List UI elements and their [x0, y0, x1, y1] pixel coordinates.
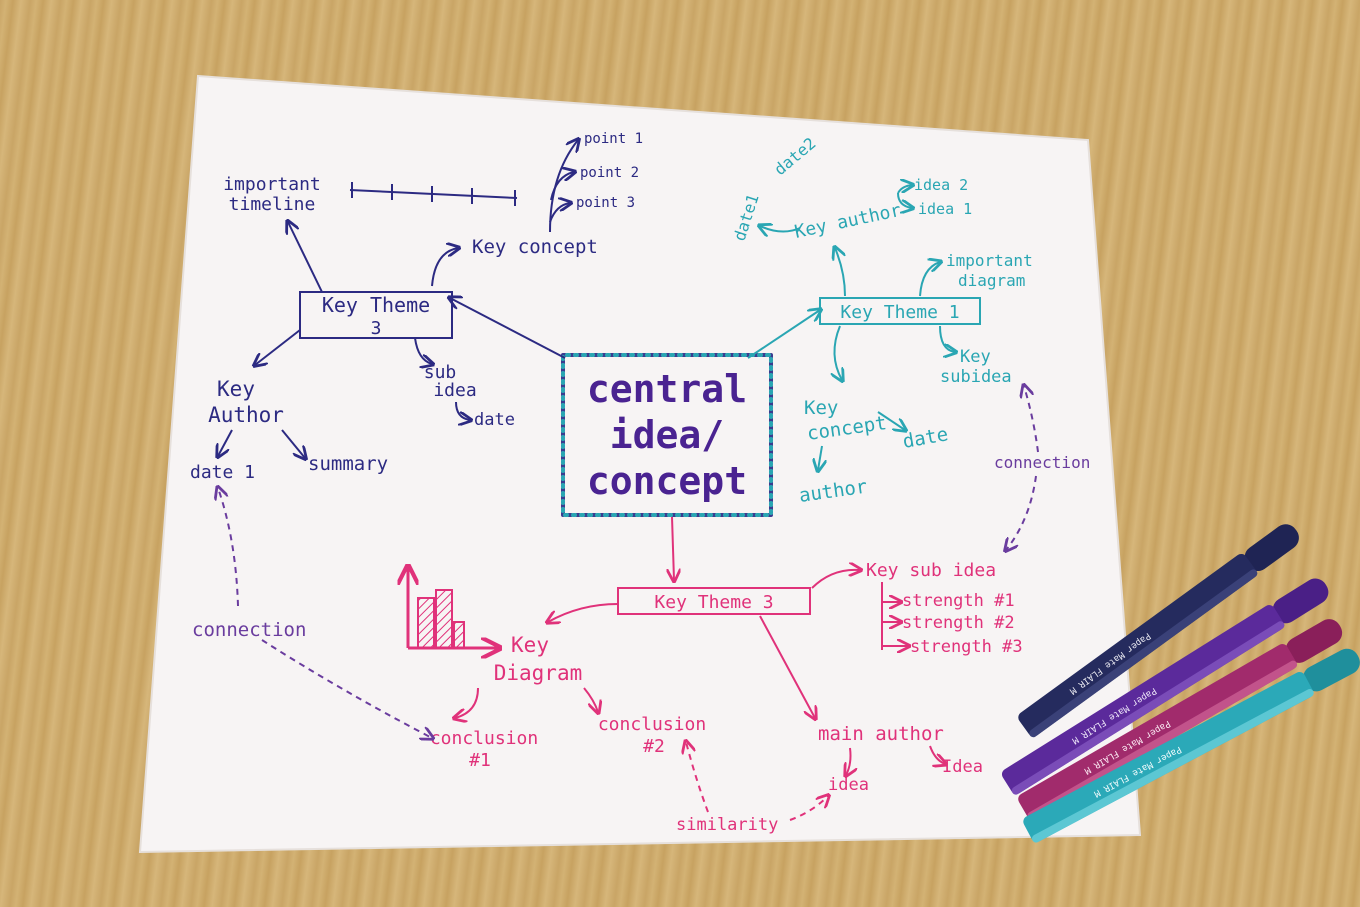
- bottom-theme-box-label: Key Theme 3: [654, 592, 773, 613]
- idea-cut-label: Idea: [942, 757, 983, 777]
- author-to-date1-arrow: [218, 429, 233, 456]
- to-point-2-arrow: [550, 172, 574, 201]
- to-key-diagram-arrow: [548, 603, 619, 622]
- date1-label: date 1: [190, 462, 255, 483]
- left-theme-box: [299, 291, 453, 339]
- chart-bar-3: [453, 621, 465, 649]
- author-to-dates-arrow: [760, 226, 801, 232]
- important-diagram-line-1: important: [946, 251, 1033, 270]
- right-connection-label: connection: [994, 453, 1090, 472]
- to-point-3-arrow: [549, 203, 570, 223]
- author-to-idea2-arrow: [897, 185, 912, 194]
- main-author-to-idea-cut-arrow: [929, 745, 945, 764]
- chart-bar-2: [435, 589, 453, 649]
- similarity-to-idea: [789, 796, 828, 821]
- conclusion2-line-1: conclusion: [598, 714, 706, 735]
- left-theme-box-line-2: 3: [371, 318, 382, 339]
- right-theme-box: [819, 297, 981, 325]
- important-diagram-line-2: diagram: [958, 271, 1025, 290]
- chart-bar-1: [417, 597, 435, 649]
- to-key-author-arrow: [255, 329, 301, 365]
- point-1-label: point 1: [584, 131, 643, 147]
- main-author-label: main author: [818, 723, 944, 745]
- concept-to-author-arrow: [818, 445, 822, 470]
- left-connection-line-down: [261, 639, 432, 738]
- sub-idea-line-2: idea: [433, 380, 476, 401]
- idea2-label: idea 2: [914, 176, 968, 194]
- point-3-label: point 3: [576, 195, 635, 211]
- connection-lines: [218, 386, 1039, 738]
- left-theme-branch: [218, 140, 578, 458]
- strength-2-label: strength #2: [902, 613, 1015, 633]
- idea-label: idea: [828, 775, 869, 795]
- key-subidea-line-1: Key: [960, 347, 991, 367]
- author-to-summary-arrow: [281, 429, 305, 458]
- central-box-dots: [561, 353, 773, 517]
- diagram-to-conclusion1-arrow: [455, 687, 479, 718]
- key-concept-label: Key concept: [472, 236, 598, 258]
- author-to-ideas-arrow: [897, 192, 912, 208]
- key-sub-idea-label: Key sub idea: [866, 560, 996, 581]
- central-to-right-theme-arrow: [747, 310, 820, 359]
- point-2-label: point 2: [580, 165, 639, 181]
- summary-label: summary: [308, 453, 388, 475]
- left-theme-labels: Key Theme 3 important timeline Key conce…: [190, 131, 643, 483]
- to-key-subidea-arrow: [939, 325, 955, 352]
- to-timeline-arrow: [288, 222, 323, 293]
- main-author-to-idea-arrow: [846, 747, 851, 775]
- central-line-1: central: [587, 367, 747, 411]
- sub-idea-to-date-arrow: [455, 401, 470, 420]
- to-sub-idea-arrow: [414, 337, 432, 364]
- to-key-concept-arrow: [431, 248, 458, 287]
- conclusion1-line-2: #1: [469, 750, 491, 771]
- key-subidea-line-2: subidea: [940, 367, 1012, 387]
- to-key-sub-idea-arrow: [811, 570, 860, 589]
- pens: Paper Mate FLAIR M Paper Mate FLAIR M Pa…: [1001, 524, 1360, 843]
- right-theme-branch: [747, 185, 981, 470]
- bottom-theme-branch: [408, 516, 945, 775]
- central-line-3: concept: [587, 459, 747, 503]
- similarity-to-conclusion2: [686, 742, 709, 813]
- sub-idea-line-1: sub: [424, 362, 457, 383]
- central-to-bottom-theme-arrow: [672, 516, 674, 580]
- strength-1-label: strength #1: [902, 591, 1015, 611]
- similarity-label: similarity: [676, 815, 778, 835]
- conclusion2-line-2: #2: [643, 736, 665, 757]
- idea1-label: idea 1: [918, 200, 972, 218]
- diagram-to-conclusion2-arrow: [583, 687, 598, 712]
- to-important-diagram-arrow: [919, 262, 940, 297]
- strength-3-label: strength #3: [910, 637, 1023, 657]
- central-line-2: idea/: [610, 413, 724, 457]
- paper-sheet: [138, 74, 1142, 854]
- to-key-author-arrow: [835, 248, 846, 297]
- key-diagram-line-2: Diagram: [494, 661, 583, 685]
- concept-to-date-arrow: [877, 411, 905, 430]
- bottom-theme-labels: Key Theme 3 Key sub idea strength #1 str…: [430, 560, 1023, 835]
- timeline-label-2: timeline: [229, 194, 316, 215]
- right-theme-box-label: Key Theme 1: [840, 302, 959, 323]
- to-main-author-arrow: [759, 615, 815, 718]
- similarity-lines: [686, 742, 828, 821]
- left-connection-label: connection: [192, 619, 306, 641]
- timeline-bar: [349, 189, 518, 199]
- key-author-line-2: Author: [208, 403, 284, 427]
- key-author-line-1: Key: [217, 377, 255, 401]
- key-diagram-line-1: Key: [511, 633, 549, 657]
- conclusion1-line-1: conclusion: [430, 728, 538, 749]
- bottom-theme-box: [617, 587, 811, 615]
- left-theme-box-line-1: Key Theme: [322, 293, 430, 317]
- central-node: central idea/ concept: [561, 353, 773, 517]
- central-to-left-theme-arrow: [450, 298, 566, 359]
- timeline-label-1: important: [223, 174, 321, 195]
- to-key-concept-arrow: [834, 325, 842, 380]
- date-label: date: [474, 410, 515, 430]
- key-concept-line-1: Key: [804, 397, 838, 419]
- left-connection-line-up: [218, 488, 239, 607]
